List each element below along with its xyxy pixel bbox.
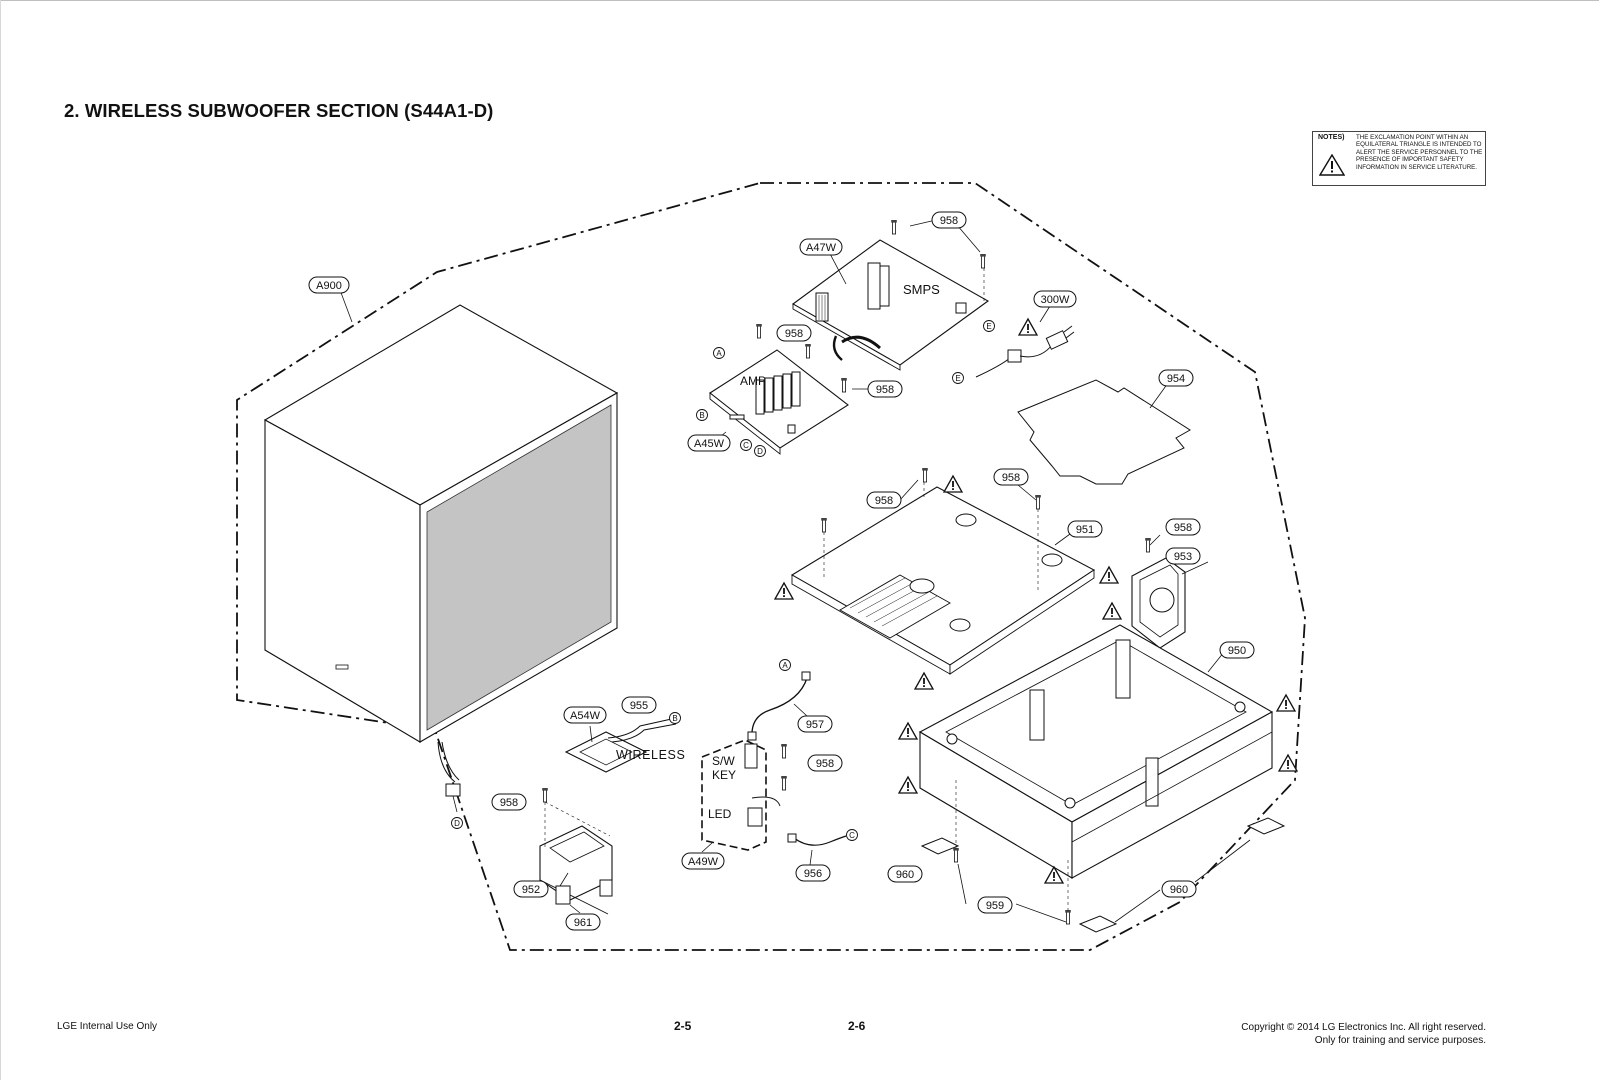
cable-956 <box>793 835 847 846</box>
connector-c: C <box>743 441 749 450</box>
warning-triangle-icon <box>1319 154 1345 176</box>
footer-copyright: Copyright © 2014 LG Electronics Inc. All… <box>1241 1021 1486 1047</box>
callout-texts: A900 A47W 958 300W 958 958 A45W 954 958 … <box>316 215 1246 929</box>
callout-955: 955 <box>630 700 648 712</box>
sw-key-label-1: S/W <box>712 754 735 768</box>
training-line: Only for training and service purposes. <box>1314 1035 1486 1046</box>
foot-960-front <box>1078 915 1118 933</box>
cable-957 <box>751 677 808 735</box>
safety-notes-box: NOTES) THE EXCLAMATION POINT WITHIN AN E… <box>1312 131 1486 186</box>
power-cord-300w <box>975 325 1075 378</box>
callout-958: 958 <box>940 215 958 227</box>
bracket-953 <box>1131 557 1186 649</box>
copyright-line: Copyright © 2014 LG Electronics Inc. All… <box>1241 1022 1486 1033</box>
connector-c: C <box>849 831 855 840</box>
connector-a: A <box>782 661 788 670</box>
wireless-label: WIRELESS <box>616 748 685 762</box>
notes-text: THE EXCLAMATION POINT WITHIN AN EQUILATE… <box>1356 134 1483 171</box>
amp-label: AMP <box>740 374 766 388</box>
smps-label: SMPS <box>903 282 940 297</box>
connector-e: E <box>986 322 991 331</box>
notes-label: NOTES) <box>1318 134 1345 141</box>
part-961 <box>555 885 571 905</box>
callout-958: 958 <box>875 495 893 507</box>
bottom-plate-951 <box>790 486 1096 675</box>
wireless-module-a54w <box>564 717 677 773</box>
callout-958: 958 <box>785 328 803 340</box>
callout-954: 954 <box>1167 373 1185 385</box>
section-title: 2. WIRELESS SUBWOOFER SECTION (S44A1-D) <box>64 100 494 121</box>
connector-d: D <box>757 447 763 456</box>
base-enclosure-950 <box>918 624 1274 879</box>
assembly-boundary <box>236 182 1306 951</box>
callout-953: 953 <box>1174 551 1192 563</box>
page-number-left: 2-5 <box>674 1019 692 1033</box>
callout-957: 957 <box>806 719 824 731</box>
insulation-sheet-954 <box>1017 379 1191 485</box>
callout-958: 958 <box>500 797 518 809</box>
callout-a45w: A45W <box>694 438 725 450</box>
connector-circles <box>451 320 995 841</box>
callout-950: 950 <box>1228 645 1246 657</box>
led-label: LED <box>708 807 732 821</box>
connector-e: E <box>955 374 960 383</box>
callout-961: 961 <box>574 917 592 929</box>
callout-959: 959 <box>986 900 1004 912</box>
connector-a: A <box>716 349 722 358</box>
footer-internal-use: LGE Internal Use Only <box>57 1021 158 1032</box>
page-number-right: 2-6 <box>848 1019 866 1033</box>
callout-300w: 300W <box>1041 294 1070 306</box>
holder-952 <box>539 825 613 915</box>
callout-958: 958 <box>1174 522 1192 534</box>
smps-board-a47w <box>791 239 990 371</box>
amp-board-a45w <box>709 335 849 455</box>
connector-d: D <box>454 819 460 828</box>
connector-b: B <box>672 714 677 723</box>
callout-a47w: A47W <box>806 242 837 254</box>
callout-952: 952 <box>522 884 540 896</box>
guide-lines <box>544 268 1069 912</box>
foot-960-right <box>1246 817 1286 835</box>
callout-951: 951 <box>1076 524 1094 536</box>
callout-958: 958 <box>816 758 834 770</box>
callout-956: 956 <box>804 868 822 880</box>
page-left-rule <box>0 0 1 1080</box>
foot-960-left <box>920 837 960 855</box>
connector-letters: A B C D E E A B C D <box>454 322 992 840</box>
callout-960: 960 <box>896 869 914 881</box>
key-led-board-group <box>701 739 767 851</box>
callout-ovals <box>308 211 1255 931</box>
callout-a49w: A49W <box>688 856 719 868</box>
sw-key-label-2: KEY <box>712 768 736 782</box>
callout-a900: A900 <box>316 280 342 292</box>
cabinet-a900 <box>263 304 619 813</box>
page-top-rule <box>0 0 1599 1</box>
callout-958: 958 <box>1002 472 1020 484</box>
callout-a54w: A54W <box>570 710 601 722</box>
callout-958: 958 <box>876 384 894 396</box>
callout-960: 960 <box>1170 884 1188 896</box>
connector-b: B <box>699 411 704 420</box>
